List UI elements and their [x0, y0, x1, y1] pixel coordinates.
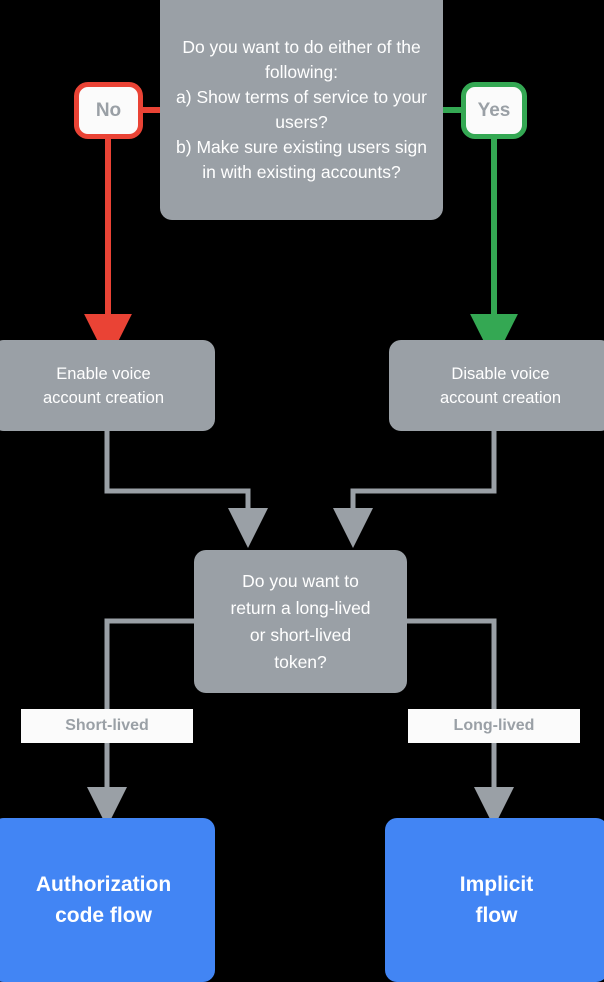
outcome-node-implicit-flow: Implicit flow	[385, 818, 604, 982]
edge-question2-to-authorization	[87, 618, 194, 827]
outcome-node-implicit-flow-text: Implicit flow	[459, 873, 534, 927]
edge-label-short-lived-text: Short-lived	[65, 717, 149, 734]
process-node-enable-voice-account-creation: Enable voice account creation	[0, 340, 215, 431]
outcome-node-authorization-code-flow-text: Authorization code flow	[35, 873, 172, 927]
edge-question2-to-implicit	[407, 618, 514, 827]
edge-enable-to-question2	[104, 431, 268, 548]
edge-label-long-lived: Long-lived	[408, 709, 580, 743]
decision-node-token-lifetime: Do you want to return a long-lived or sh…	[194, 550, 407, 693]
edge-badge-no: No	[74, 82, 143, 139]
decision-node-terms-of-service: Do you want to do either of the followin…	[160, 0, 443, 220]
decision-node-token-lifetime-text: Do you want to return a long-lived or sh…	[230, 570, 371, 672]
process-node-disable-voice-account-creation: Disable voice account creation	[389, 340, 604, 431]
process-node-enable-voice-account-creation-text: Enable voice account creation	[42, 364, 165, 407]
edge-badge-yes-label: Yes	[477, 99, 511, 121]
process-node-disable-voice-account-creation-text: Disable voice account creation	[439, 364, 562, 407]
outcome-node-authorization-code-flow: Authorization code flow	[0, 818, 215, 982]
edge-label-short-lived: Short-lived	[21, 709, 193, 743]
edge-disable-to-question2	[333, 431, 497, 548]
edge-badge-no-label: No	[95, 99, 122, 121]
decision-node-terms-of-service-text: Do you want to do either of the followin…	[176, 37, 427, 182]
edge-label-long-lived-text: Long-lived	[453, 717, 535, 734]
edge-badge-yes: Yes	[461, 82, 527, 139]
